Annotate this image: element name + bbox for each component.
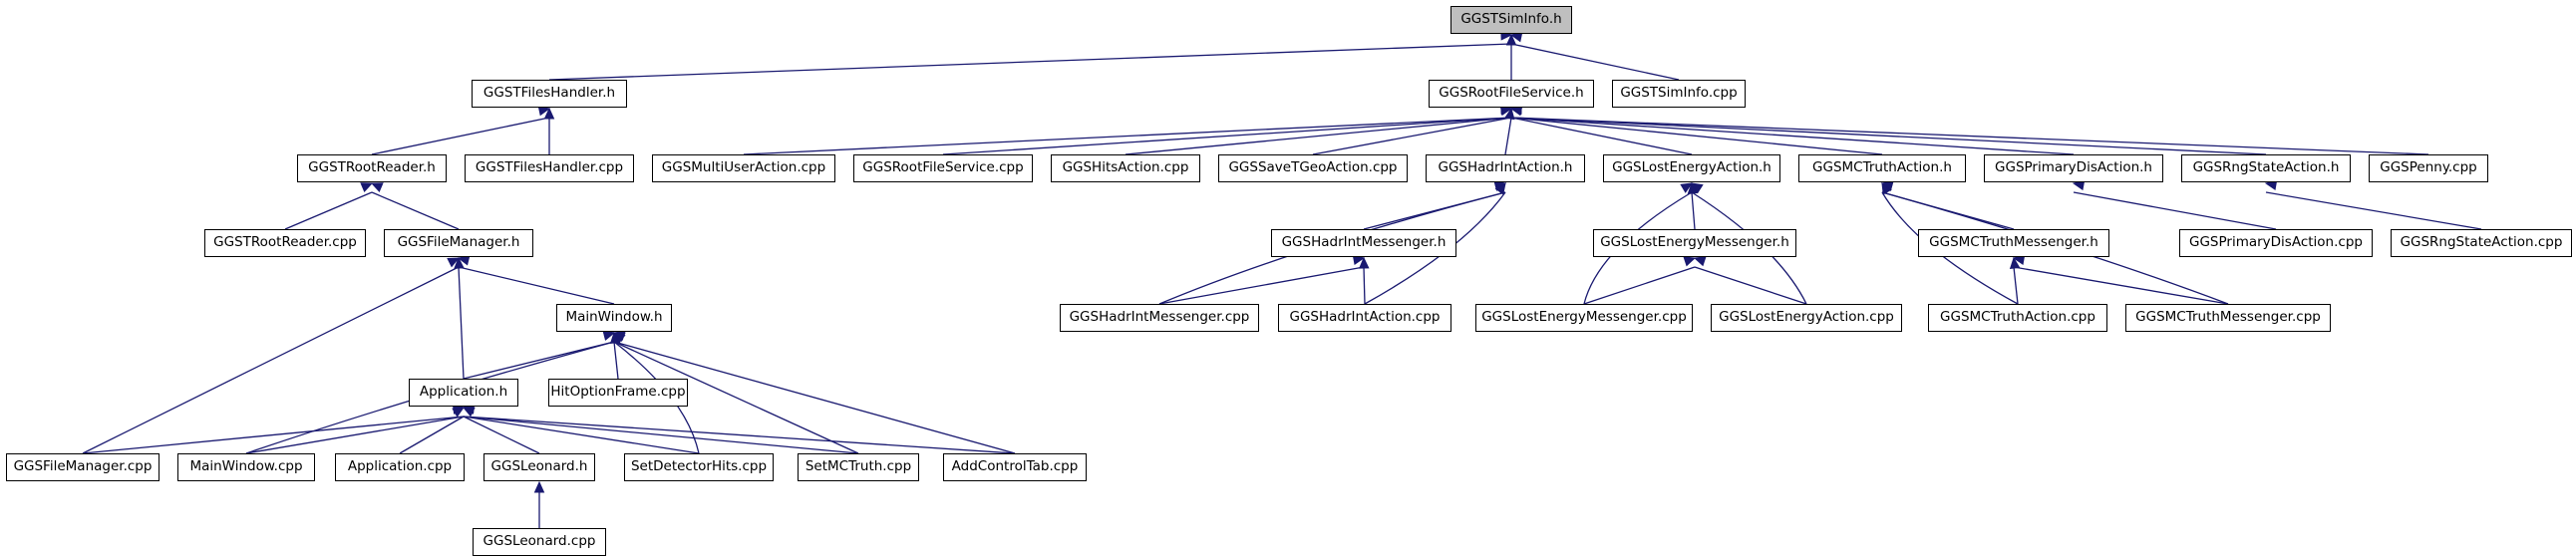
node-application-h[interactable]: Application.h (409, 379, 518, 407)
edge-arrowhead-1 (1505, 33, 1517, 46)
node-ggsmctruthaction-h[interactable]: GGSMCTruthAction.h (1798, 154, 1966, 182)
edge-32 (2013, 266, 2019, 305)
edge-37 (463, 341, 615, 380)
edge-arrowhead-39 (602, 330, 616, 341)
edge-arrowhead-42 (612, 330, 626, 341)
edge-38 (613, 341, 619, 380)
node-setdetectorhits-cpp[interactable]: SetDetectorHits.cpp (624, 453, 774, 481)
node-ggsrngstateaction-h[interactable]: GGSRngStateAction.h (2181, 154, 2351, 182)
node-ggslostenergyaction-h[interactable]: GGSLostEnergyAction.h (1603, 154, 1780, 182)
edge-47 (463, 416, 700, 454)
node-ggsprimarydisaction-h[interactable]: GGSPrimaryDisAction.h (1984, 154, 2163, 182)
node-setmctruth-cpp[interactable]: SetMCTruth.cpp (798, 453, 919, 481)
edge-34 (458, 266, 615, 305)
node-ggslostenergymessenger-cpp[interactable]: GGSLostEnergyMessenger.cpp (1475, 304, 1693, 332)
edge-31 (1694, 266, 1807, 305)
node-application-cpp[interactable]: Application.cpp (335, 453, 465, 481)
edge-45 (399, 416, 465, 454)
node-hitoptionframe-cpp[interactable]: HitOptionFrame.cpp (548, 379, 688, 407)
node-ggslostenergymessenger-h[interactable]: GGSLostEnergyMessenger.h (1593, 229, 1796, 257)
edge-arrowhead-36 (447, 257, 461, 268)
edge-28 (1158, 266, 1365, 305)
edge-48 (463, 416, 859, 454)
node-ggsrootfileservice-cpp[interactable]: GGSRootFileService.cpp (853, 154, 1033, 182)
edge-8 (1312, 117, 1512, 155)
edge-7 (1125, 117, 1512, 155)
edge-arrowhead-15 (360, 182, 374, 192)
edge-46 (463, 416, 540, 454)
node-ggshadrintaction-h[interactable]: GGSHadrIntAction.h (1426, 154, 1585, 182)
edge-14 (1510, 117, 2429, 155)
node-ggshadrintmessenger-cpp[interactable]: GGSHadrIntMessenger.cpp (1060, 304, 1259, 332)
edge-29 (1363, 266, 1366, 305)
edge-5 (743, 117, 1512, 155)
node-ggsfilemanager-h[interactable]: GGSFileManager.h (384, 229, 533, 257)
node-ggslostenergyaction-cpp[interactable]: GGSLostEnergyAction.cpp (1711, 304, 1902, 332)
node-ggsmctruthaction-cpp[interactable]: GGSMCTruthAction.cpp (1928, 304, 2107, 332)
edge-12 (1510, 117, 2075, 155)
node-ggshadrintaction-cpp[interactable]: GGSHadrIntAction.cpp (1278, 304, 1451, 332)
node-addcontroltab-cpp[interactable]: AddControlTab.cpp (943, 453, 1087, 481)
edge-arrowhead-29 (1359, 256, 1370, 269)
edge-arrowhead-9 (1504, 107, 1515, 121)
edge-arrowhead-45 (452, 407, 466, 418)
node-ggsmultiuseraction-cpp[interactable]: GGSMultiUserAction.cpp (652, 154, 835, 182)
edge-42 (613, 341, 1016, 454)
node-ggsleonard-cpp[interactable]: GGSLeonard.cpp (473, 528, 606, 556)
node-ggstsiminfo-cpp[interactable]: GGSTSimInfo.cpp (1612, 80, 1746, 108)
edge-2 (1510, 43, 1680, 81)
edge-arrowhead-32 (2009, 256, 2021, 270)
node-ggsfilemanager-cpp[interactable]: GGSFileManager.cpp (6, 453, 160, 481)
node-ggsrootfileservice-h[interactable]: GGSRootFileService.h (1429, 80, 1594, 108)
edge-arrowhead-50 (533, 480, 545, 493)
edge-arrowhead-4 (543, 107, 555, 120)
edge-6 (942, 117, 1512, 155)
edge-44 (245, 416, 465, 454)
node-ggstrootreader-h[interactable]: GGSTRootReader.h (297, 154, 447, 182)
node-ggstsiminfo-h: GGSTSimInfo.h (1450, 6, 1572, 34)
edge-arrowhead-19 (1494, 182, 1506, 195)
edge-16 (371, 191, 460, 230)
node-ggssavetgeoaction-cpp[interactable]: GGSSaveTGeoAction.cpp (1218, 154, 1408, 182)
node-ggstfileshandler-h[interactable]: GGSTFilesHandler.h (472, 80, 627, 108)
edge-9 (1504, 117, 1512, 155)
node-ggstrootreader-cpp[interactable]: GGSTRootReader.cpp (204, 229, 366, 257)
node-ggsmctruthmessenger-cpp[interactable]: GGSMCTruthMessenger.cpp (2125, 304, 2331, 332)
node-ggstfileshandler-cpp[interactable]: GGSTFilesHandler.cpp (465, 154, 634, 182)
edge-20 (1691, 191, 1696, 230)
edge-arrowhead-30 (1683, 256, 1697, 267)
node-ggshadrintmessenger-h[interactable]: GGSHadrIntMessenger.h (1271, 229, 1456, 257)
edge-arrowhead-35 (454, 256, 465, 269)
edge-11 (1510, 117, 1883, 155)
node-mainwindow-cpp[interactable]: MainWindow.cpp (177, 453, 315, 481)
edge-arrowhead-21 (1680, 182, 1694, 193)
node-ggspenny-cpp[interactable]: GGSPenny.cpp (2369, 154, 2488, 182)
edge-27 (2265, 191, 2482, 230)
edge-43 (82, 416, 465, 454)
edge-13 (1510, 117, 2267, 155)
edge-10 (1510, 117, 1693, 155)
node-mainwindow-h[interactable]: MainWindow.h (556, 304, 672, 332)
edge-49 (463, 416, 1016, 454)
edge-30 (1583, 266, 1696, 305)
edge-35 (458, 266, 465, 380)
edge-26 (2073, 191, 2277, 230)
edge-arrowhead-25 (1880, 180, 1894, 191)
edge-15 (284, 191, 373, 230)
node-ggshitsaction-cpp[interactable]: GGSHitsAction.cpp (1051, 154, 1200, 182)
edge-36 (82, 266, 460, 454)
edge-41 (613, 341, 859, 454)
edge-arrowhead-31 (1693, 256, 1707, 267)
edge-arrowhead-22 (1690, 182, 1704, 194)
node-ggsrngstateaction-cpp[interactable]: GGSRngStateAction.cpp (2391, 229, 2572, 257)
edge-33 (2013, 266, 2229, 305)
node-ggsmctruthmessenger-h[interactable]: GGSMCTruthMessenger.h (1918, 229, 2109, 257)
edge-3 (371, 117, 550, 155)
node-ggsleonard-h[interactable]: GGSLeonard.h (483, 453, 595, 481)
edge-0 (548, 43, 1512, 81)
edge-arrowhead-16 (370, 182, 384, 192)
node-ggsprimarydisaction-cpp[interactable]: GGSPrimaryDisAction.cpp (2179, 229, 2373, 257)
